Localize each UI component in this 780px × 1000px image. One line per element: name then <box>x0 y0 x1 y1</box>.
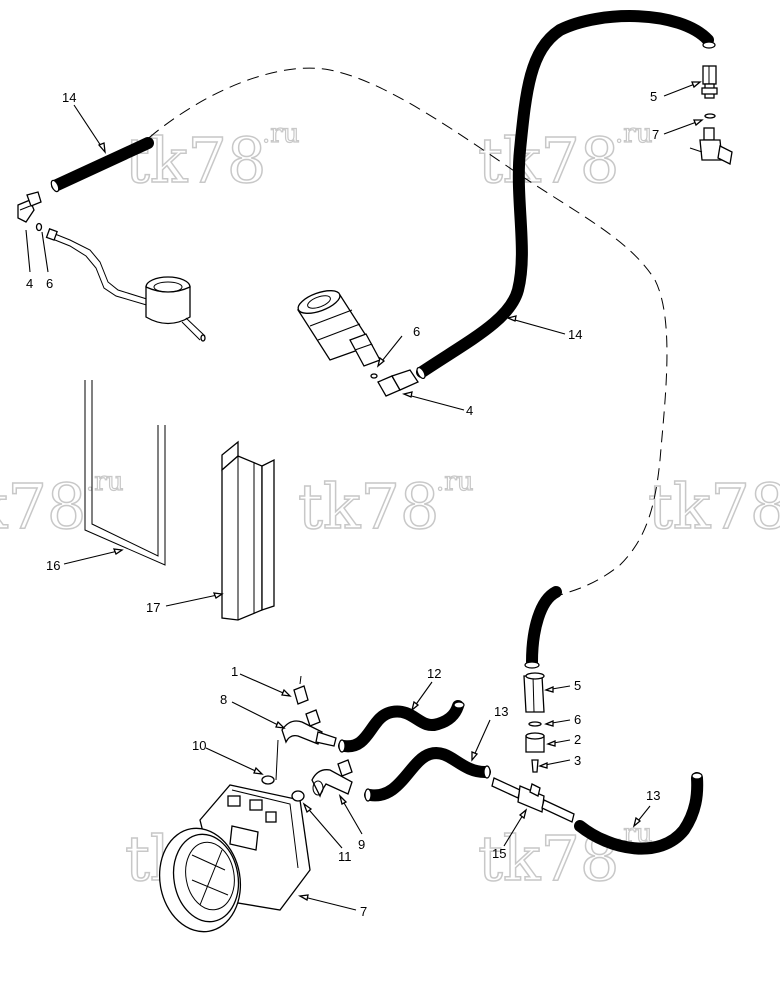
watermark-text: tk78 <box>125 124 266 197</box>
compressor-7 <box>158 784 311 933</box>
cap-2 <box>525 732 545 753</box>
callout-13-center: 13 <box>494 704 508 719</box>
watermark-layer: tk78 .ru tk78 .ru tk78 .ru tk78 .ru tk78… <box>0 118 780 895</box>
callout-11: 11 <box>338 849 352 864</box>
o-ring-7-upper-right <box>704 113 716 119</box>
o-ring-6-lower-right <box>528 721 542 727</box>
watermark-sup: .ru <box>262 119 299 149</box>
hose-14-upper-left <box>50 137 154 193</box>
valve-assembly-upper-left <box>45 228 206 342</box>
callout-9: 9 <box>358 837 365 852</box>
channel-post-17 <box>221 440 275 621</box>
fitting-5-upper-right <box>701 65 718 99</box>
callout-4-center: 4 <box>466 403 473 418</box>
callout-14-right: 14 <box>568 327 582 342</box>
watermark-text: tk78 <box>0 470 86 543</box>
callout-12: 12 <box>427 666 441 681</box>
watermark-sup: .ru <box>436 467 473 497</box>
callout-6-lower-right: 6 <box>574 712 581 727</box>
filter-drier-center <box>297 290 381 367</box>
fitting-5-lower-right <box>523 672 545 713</box>
callout-8: 8 <box>220 692 227 707</box>
callout-17: 17 <box>146 600 160 615</box>
fitting-9 <box>311 759 353 798</box>
watermark-text: tk78 <box>478 124 619 197</box>
callout-6-upper-left: 6 <box>46 276 53 291</box>
callout-labels: 14 4 6 5 7 6 14 4 16 17 1 8 12 13 5 6 2 … <box>26 89 660 919</box>
callout-7-upper-right: 7 <box>652 127 659 142</box>
callout-7-compressor: 7 <box>360 904 367 919</box>
hose-13-right <box>574 772 704 855</box>
leader-lines <box>25 81 704 911</box>
callout-6-center: 6 <box>413 324 420 339</box>
callout-2: 2 <box>574 732 581 747</box>
fitting-8 <box>275 709 337 781</box>
hose-13-left <box>364 747 491 802</box>
routing-dash-line <box>134 67 668 596</box>
valve-core-3 <box>531 759 539 773</box>
callout-16: 16 <box>46 558 60 573</box>
o-ring-6-center <box>370 373 378 379</box>
watermark-text: tk78 <box>298 470 439 543</box>
callout-5-lower-right: 5 <box>574 678 581 693</box>
watermark-text: tk78 <box>648 470 780 543</box>
callout-3: 3 <box>574 753 581 768</box>
hose-14-long-right <box>416 10 716 380</box>
callout-4-upper-left: 4 <box>26 276 33 291</box>
callout-13-right: 13 <box>646 788 660 803</box>
watermark-sup: .ru <box>615 119 652 149</box>
callout-5-upper-right: 5 <box>650 89 657 104</box>
tee-fitting-upper-right <box>689 127 733 165</box>
o-ring-6-left <box>35 222 43 232</box>
callout-10: 10 <box>192 738 206 753</box>
hose-12 <box>338 700 465 753</box>
fitting-assembly-15 <box>491 777 575 823</box>
elbow-fitting-4-center <box>377 369 419 397</box>
hose-stub-right <box>524 586 562 669</box>
switch-1 <box>293 675 309 705</box>
o-ring-11 <box>291 790 305 802</box>
elbow-fitting-4-left <box>17 191 42 223</box>
callout-15: 15 <box>492 846 506 861</box>
callout-14-upper-left: 14 <box>62 90 76 105</box>
callout-1: 1 <box>231 664 238 679</box>
o-ring-10 <box>261 775 275 785</box>
frame-bracket-16 <box>84 380 166 566</box>
